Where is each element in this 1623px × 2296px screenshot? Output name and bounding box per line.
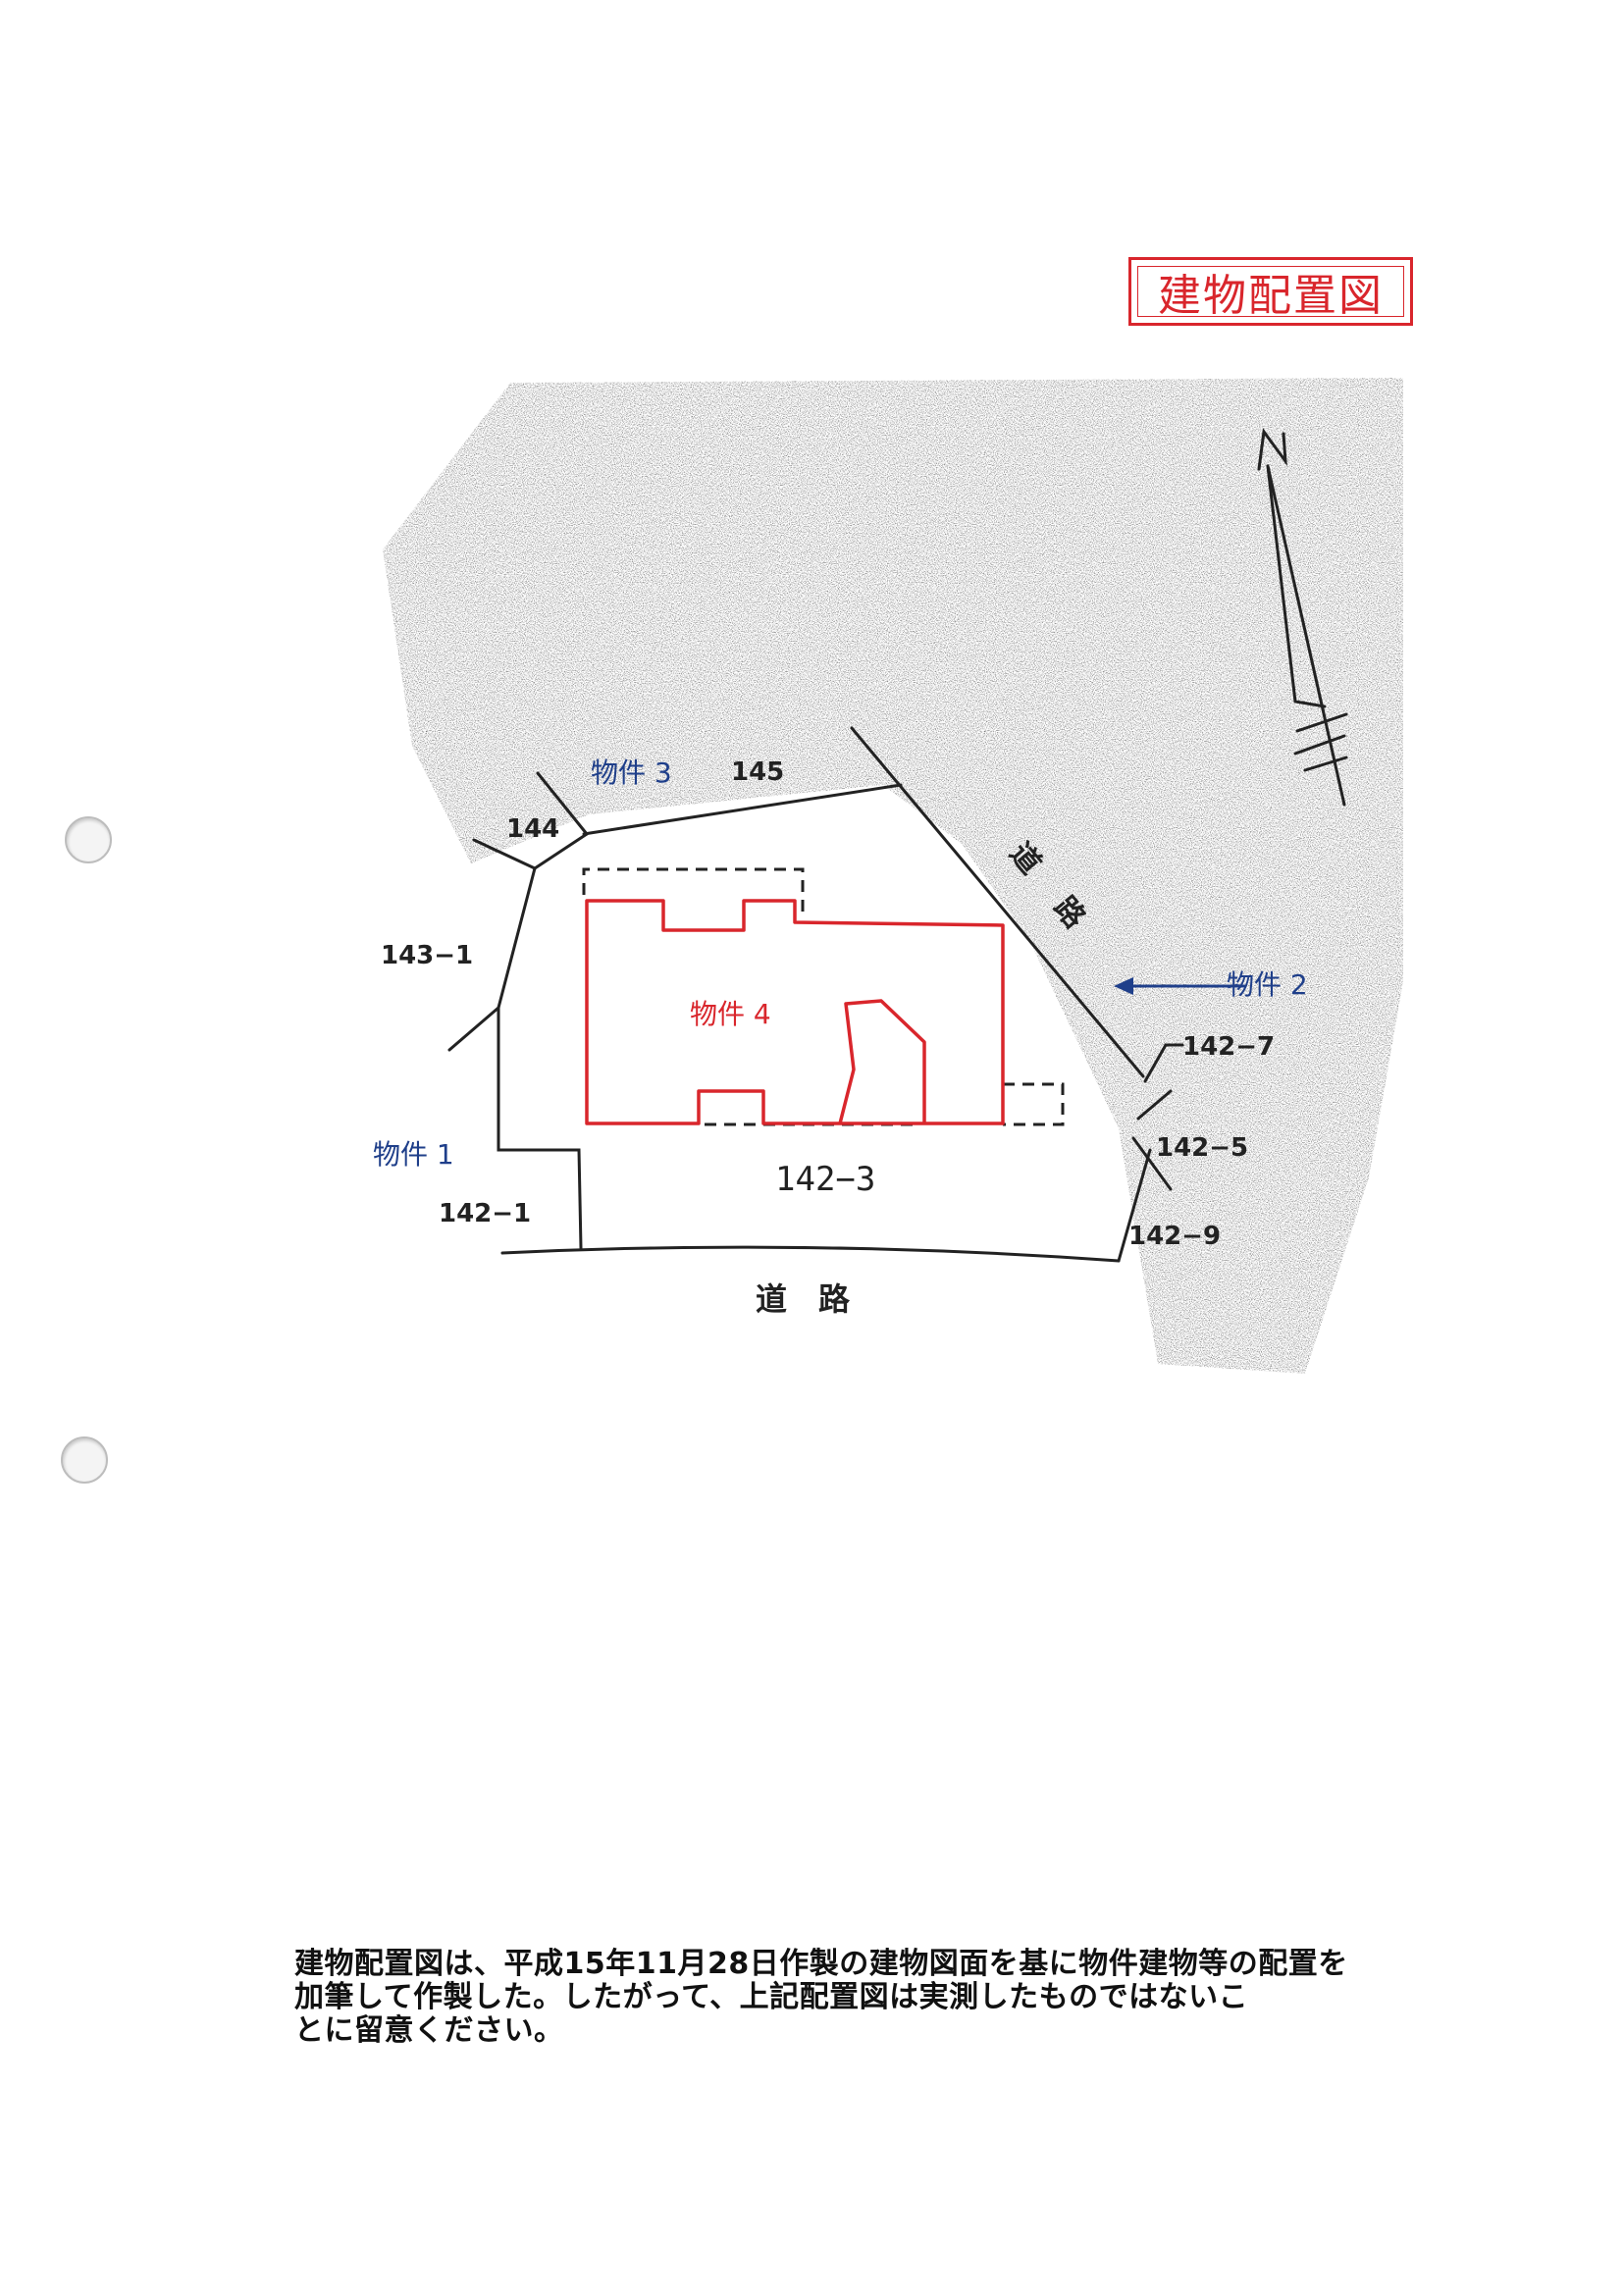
lot-label-143-1: 143−1 — [381, 941, 473, 970]
boundary-142-7-stem — [1143, 1043, 1168, 1083]
property-label-3: 物件 3 — [591, 757, 672, 789]
boundary-142-5-a — [1136, 1089, 1173, 1121]
boundary-north — [582, 783, 903, 836]
boundary-west-tick — [447, 1006, 500, 1052]
building-footprint — [585, 899, 1005, 1125]
boundary-south-road — [500, 1245, 1121, 1263]
lot-label-142-5: 142−5 — [1156, 1133, 1248, 1163]
property-label-4: 物件 4 — [690, 998, 771, 1030]
lot-label-145: 145 — [731, 757, 784, 787]
shaded-area — [383, 378, 1403, 1374]
arrow-property-2 — [1114, 977, 1246, 995]
boundary-144-tick — [536, 771, 589, 836]
note-line-3: とに留意ください。 — [294, 2013, 564, 2048]
boundary-east-road — [850, 726, 1145, 1078]
building-outline — [585, 899, 1005, 1125]
lot-label-144: 144 — [506, 814, 559, 844]
property-label-2: 物件 2 — [1227, 968, 1308, 1001]
north-arrow-icon — [1257, 428, 1348, 807]
property-label-1: 物件 1 — [373, 1138, 454, 1171]
lot-label-142-7: 142−7 — [1182, 1032, 1275, 1062]
boundary-142-9 — [1117, 1148, 1152, 1263]
annex-east — [1003, 1082, 1065, 1126]
lot-label-142-1: 142−1 — [439, 1199, 531, 1228]
lot-label-142-9: 142−9 — [1128, 1222, 1221, 1251]
boundary-144-join — [533, 832, 589, 870]
page-title: 建物配置図 — [1137, 266, 1404, 321]
note-line-1: 建物配置図は、平成15年11月28日作製の建物図面を基に物件建物等の配置を — [294, 1947, 1348, 1981]
title-box: 建物配置図 — [1128, 257, 1413, 326]
boundary-142-5-b — [1131, 1136, 1173, 1191]
punch-hole-top — [65, 816, 112, 863]
annex-outlines — [582, 867, 1065, 1126]
road-label-south: 道 路 — [756, 1280, 851, 1318]
boundary-west-upper-tick — [472, 838, 537, 870]
lot-label-142-3: 142−3 — [775, 1160, 875, 1199]
annex-north — [582, 867, 805, 914]
boundary-west — [497, 866, 583, 1250]
note-paragraph: 建物配置図は、平成15年11月28日作製の建物図面を基に物件建物等の配置を 加筆… — [294, 1948, 1423, 2048]
punch-hole-bottom — [61, 1436, 108, 1484]
parcel-boundaries — [447, 726, 1184, 1263]
note-line-2: 加筆して作製した。したがって、上記配置図は実測したものではないこ — [294, 1980, 1249, 2014]
